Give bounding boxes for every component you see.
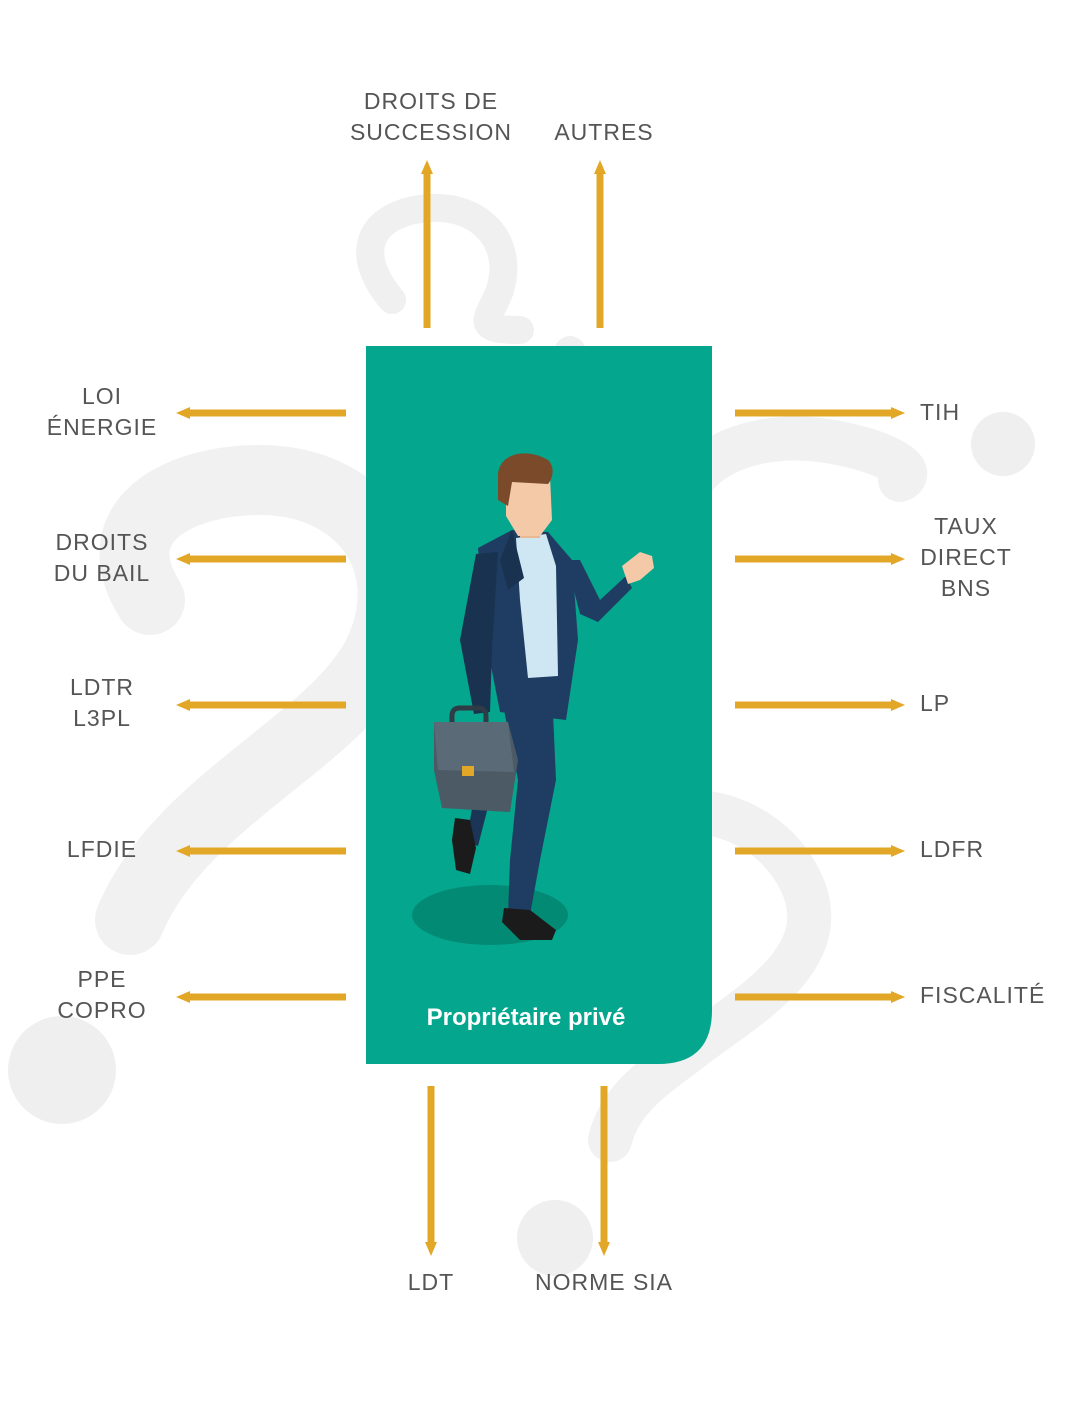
person-hair [498, 453, 553, 506]
label-line: NORME SIA [534, 1269, 674, 1295]
person-front-shoe [502, 908, 556, 940]
arrow-head [891, 553, 905, 565]
person-back-shoe [452, 818, 476, 874]
arrow-to-ppe-copro [176, 991, 346, 1003]
arrow-head [176, 699, 190, 711]
arrow-head [891, 699, 905, 711]
label-line: FISCALITÉ [920, 982, 1046, 1008]
arrow-to-norme-sia [598, 1086, 610, 1256]
decor-dot-left [8, 1016, 116, 1124]
arrow-shaft [600, 1086, 608, 1242]
arrow-to-autres [594, 160, 606, 328]
label-ldtr-l3pl: LDTR L3PL [2, 672, 202, 734]
label-line: L3PL [73, 705, 131, 731]
arrow-shaft [423, 174, 431, 328]
arrow-head [891, 991, 905, 1003]
label-ldt: LDT [311, 1267, 551, 1298]
label-line: AUTRES [554, 119, 654, 145]
arrow-head [594, 160, 606, 174]
label-line: DROITS DE [363, 88, 499, 114]
arrow-shaft [427, 1086, 435, 1242]
label-loi-energie: LOI ÉNERGIE [2, 381, 202, 443]
label-line: ÉNERGIE [46, 414, 158, 440]
label-ldfr: LDFR [920, 834, 984, 865]
label-line: DU BAIL [53, 560, 151, 586]
label-line: TAUX [934, 513, 998, 539]
label-line: LDFR [920, 836, 985, 862]
arrow-shaft [735, 993, 891, 1001]
briefcase-flap [434, 722, 514, 772]
arrow-to-fiscalite [735, 991, 905, 1003]
label-lp: LP [920, 688, 950, 719]
person-shirt [516, 534, 558, 678]
arrow-to-loi-energie [176, 407, 346, 419]
label-line: LP [920, 690, 951, 716]
label-taux-direct-bns: TAUX DIRECT BNS [920, 511, 1012, 604]
label-line: LFDIE [66, 836, 138, 862]
decor-dot-bottom [517, 1200, 593, 1276]
label-line: SUCCESSION [349, 119, 513, 145]
label-autres: AUTRES [484, 117, 724, 148]
person-raised-arm [566, 560, 632, 622]
arrow-head [176, 991, 190, 1003]
briefcase-handle [449, 705, 489, 724]
label-line: COPRO [57, 997, 147, 1023]
person-face [506, 476, 552, 536]
label-fiscalite: FISCALITÉ [920, 980, 1045, 1011]
arrow-shaft [735, 555, 891, 563]
briefcase-clasp [462, 766, 474, 776]
label-line: LDTR [69, 674, 135, 700]
arrow-to-droits-bail [176, 553, 346, 565]
decor-dot-right [971, 412, 1035, 476]
arrow-to-ldt [425, 1086, 437, 1256]
businessman-illustration [412, 453, 654, 945]
arrow-to-taux-direct-bns [735, 553, 905, 565]
arrow-head [891, 407, 905, 419]
arrow-shaft [735, 409, 891, 417]
label-line: LDT [407, 1269, 455, 1295]
arrow-shaft [596, 174, 604, 328]
label-line: DIRECT [920, 544, 1012, 570]
decor-question-mark-top [356, 193, 534, 344]
arrow-to-tih [735, 407, 905, 419]
label-tih: TIH [920, 397, 960, 428]
label-line: TIH [920, 399, 961, 425]
arrow-to-droits-succession [421, 160, 433, 328]
person-raised-hand [622, 552, 654, 584]
arrows [176, 160, 905, 1256]
arrow-shaft [190, 555, 346, 563]
arrow-head [176, 407, 190, 419]
arrow-to-lp [735, 699, 905, 711]
label-line: PPE [77, 966, 127, 992]
person-back-arm [460, 552, 498, 714]
arrow-shaft [190, 993, 346, 1001]
arrow-head [176, 845, 190, 857]
label-droits-succession: DROITS DE SUCCESSION [311, 86, 551, 148]
arrow-head [425, 1242, 437, 1256]
label-droits-bail: DROITS DU BAIL [2, 527, 202, 589]
label-line: BNS [940, 575, 992, 601]
person-lapel [500, 530, 524, 590]
label-ppe-copro: PPE COPRO [2, 964, 202, 1026]
arrow-shaft [735, 701, 891, 709]
decor-question-mark-right [661, 416, 928, 562]
arrow-shaft [190, 701, 346, 709]
arrow-shaft [735, 847, 891, 855]
arrow-head [891, 845, 905, 857]
arrow-to-lfdie [176, 845, 346, 857]
label-lfdie: LFDIE [2, 834, 202, 865]
arrow-head [176, 553, 190, 565]
arrow-head [421, 160, 433, 174]
arrow-to-ldtr-l3pl [176, 699, 346, 711]
arrow-to-ldfr [735, 845, 905, 857]
arrow-head [598, 1242, 610, 1256]
arrow-shaft [190, 847, 346, 855]
label-norme-sia: NORME SIA [484, 1267, 724, 1298]
label-line: DROITS [55, 529, 149, 555]
label-line: LOI [81, 383, 123, 409]
arrow-shaft [190, 409, 346, 417]
card-title: Propriétaire privé [426, 1004, 626, 1031]
